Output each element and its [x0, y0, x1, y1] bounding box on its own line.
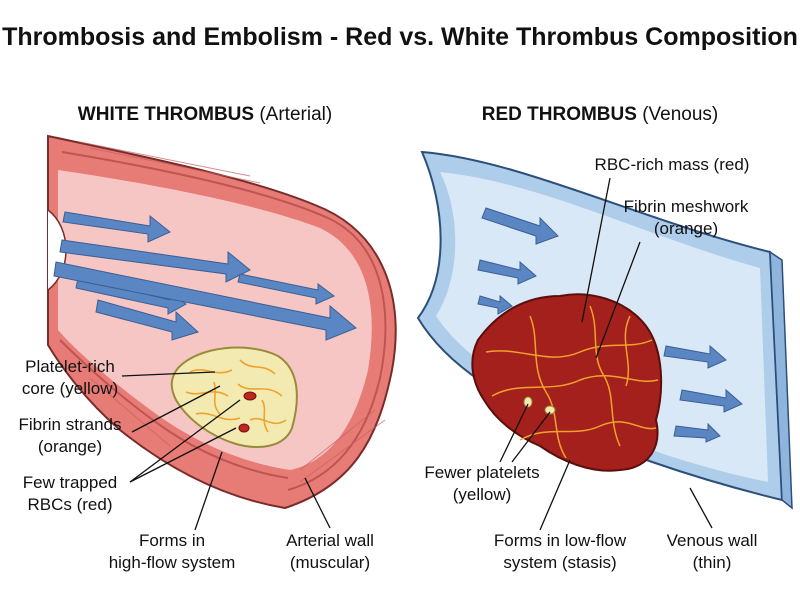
label-platelet-core-line2: core (yellow) — [22, 379, 118, 398]
flow-arrow — [673, 422, 721, 443]
red-thrombus-mass — [471, 293, 663, 472]
flow-arrow — [53, 261, 357, 341]
label-fibrin-line1: Fibrin strands — [19, 415, 122, 434]
label-fibrin-meshwork-line1: Fibrin meshwork — [624, 197, 749, 216]
label-rbc-line2: RBCs (red) — [27, 495, 112, 514]
label-arterial-wall-line1: Arterial wall — [286, 531, 374, 550]
artery-illustration — [47, 134, 397, 510]
arterial-wall-layer — [61, 151, 387, 491]
trapped-rbcs — [238, 391, 257, 433]
label-high-flow-line1: Forms in — [139, 531, 205, 550]
vein-cut-end — [769, 250, 793, 510]
flow-arrow — [679, 388, 743, 413]
label-platelet-core-line1: Platelet-rich — [25, 357, 115, 376]
flow-arrow — [477, 259, 537, 285]
white-thrombus-heading: WHITE THROMBUS (Arterial) — [78, 104, 332, 125]
arterial-wall-texture — [79, 141, 386, 483]
label-fewer-platelets-line1: Fewer platelets — [424, 463, 539, 482]
red-platelets — [523, 396, 556, 415]
red-heading-rest: (Venous) — [637, 104, 718, 125]
flow-arrow — [481, 207, 559, 245]
label-arterial-wall-line2: (muscular) — [290, 553, 370, 572]
label-high-flow-line2: high-flow system — [109, 553, 236, 572]
red-thrombus-heading: RED THROMBUS (Venous) — [482, 104, 719, 125]
flow-arrow — [59, 239, 251, 283]
label-rbc-line1: Few trapped — [23, 473, 118, 492]
flow-arrow — [62, 211, 171, 243]
arterial-flow-arrows — [53, 211, 357, 341]
label-venous-wall-line1: Venous wall — [667, 531, 758, 550]
vein-illustration — [416, 150, 793, 510]
label-fewer-platelets-line2: (yellow) — [453, 485, 512, 504]
flow-arrow — [95, 299, 199, 341]
white-panel-leader-lines — [121, 371, 331, 531]
flow-arrow — [477, 294, 513, 315]
label-fibrin-meshwork-line2: (orange) — [654, 219, 718, 238]
platelet — [523, 396, 533, 408]
venous-flow-arrows — [477, 207, 743, 443]
red-panel-leader-lines — [499, 177, 713, 531]
label-venous-wall-line2: (thin) — [693, 553, 732, 572]
white-heading-bold: WHITE THROMBUS — [78, 104, 254, 125]
flow-arrow — [663, 344, 727, 369]
rbc-cell — [238, 423, 250, 433]
rbc-cell — [243, 391, 257, 401]
white-heading-rest: (Arterial) — [254, 104, 332, 125]
red-fibrin-meshwork — [485, 305, 659, 459]
flow-arrow — [237, 273, 335, 305]
platelet — [544, 405, 556, 415]
label-rbc-mass: RBC-rich mass (red) — [595, 155, 750, 174]
red-heading-bold: RED THROMBUS — [482, 104, 637, 125]
label-low-flow-line1: Forms in low-flow — [494, 531, 627, 550]
label-fibrin-line2: (orange) — [38, 437, 102, 456]
diagram-title: Thrombosis and Embolism - Red vs. White … — [2, 23, 798, 51]
label-low-flow-line2: system (stasis) — [503, 553, 616, 572]
arterial-wall-layer — [59, 339, 289, 479]
